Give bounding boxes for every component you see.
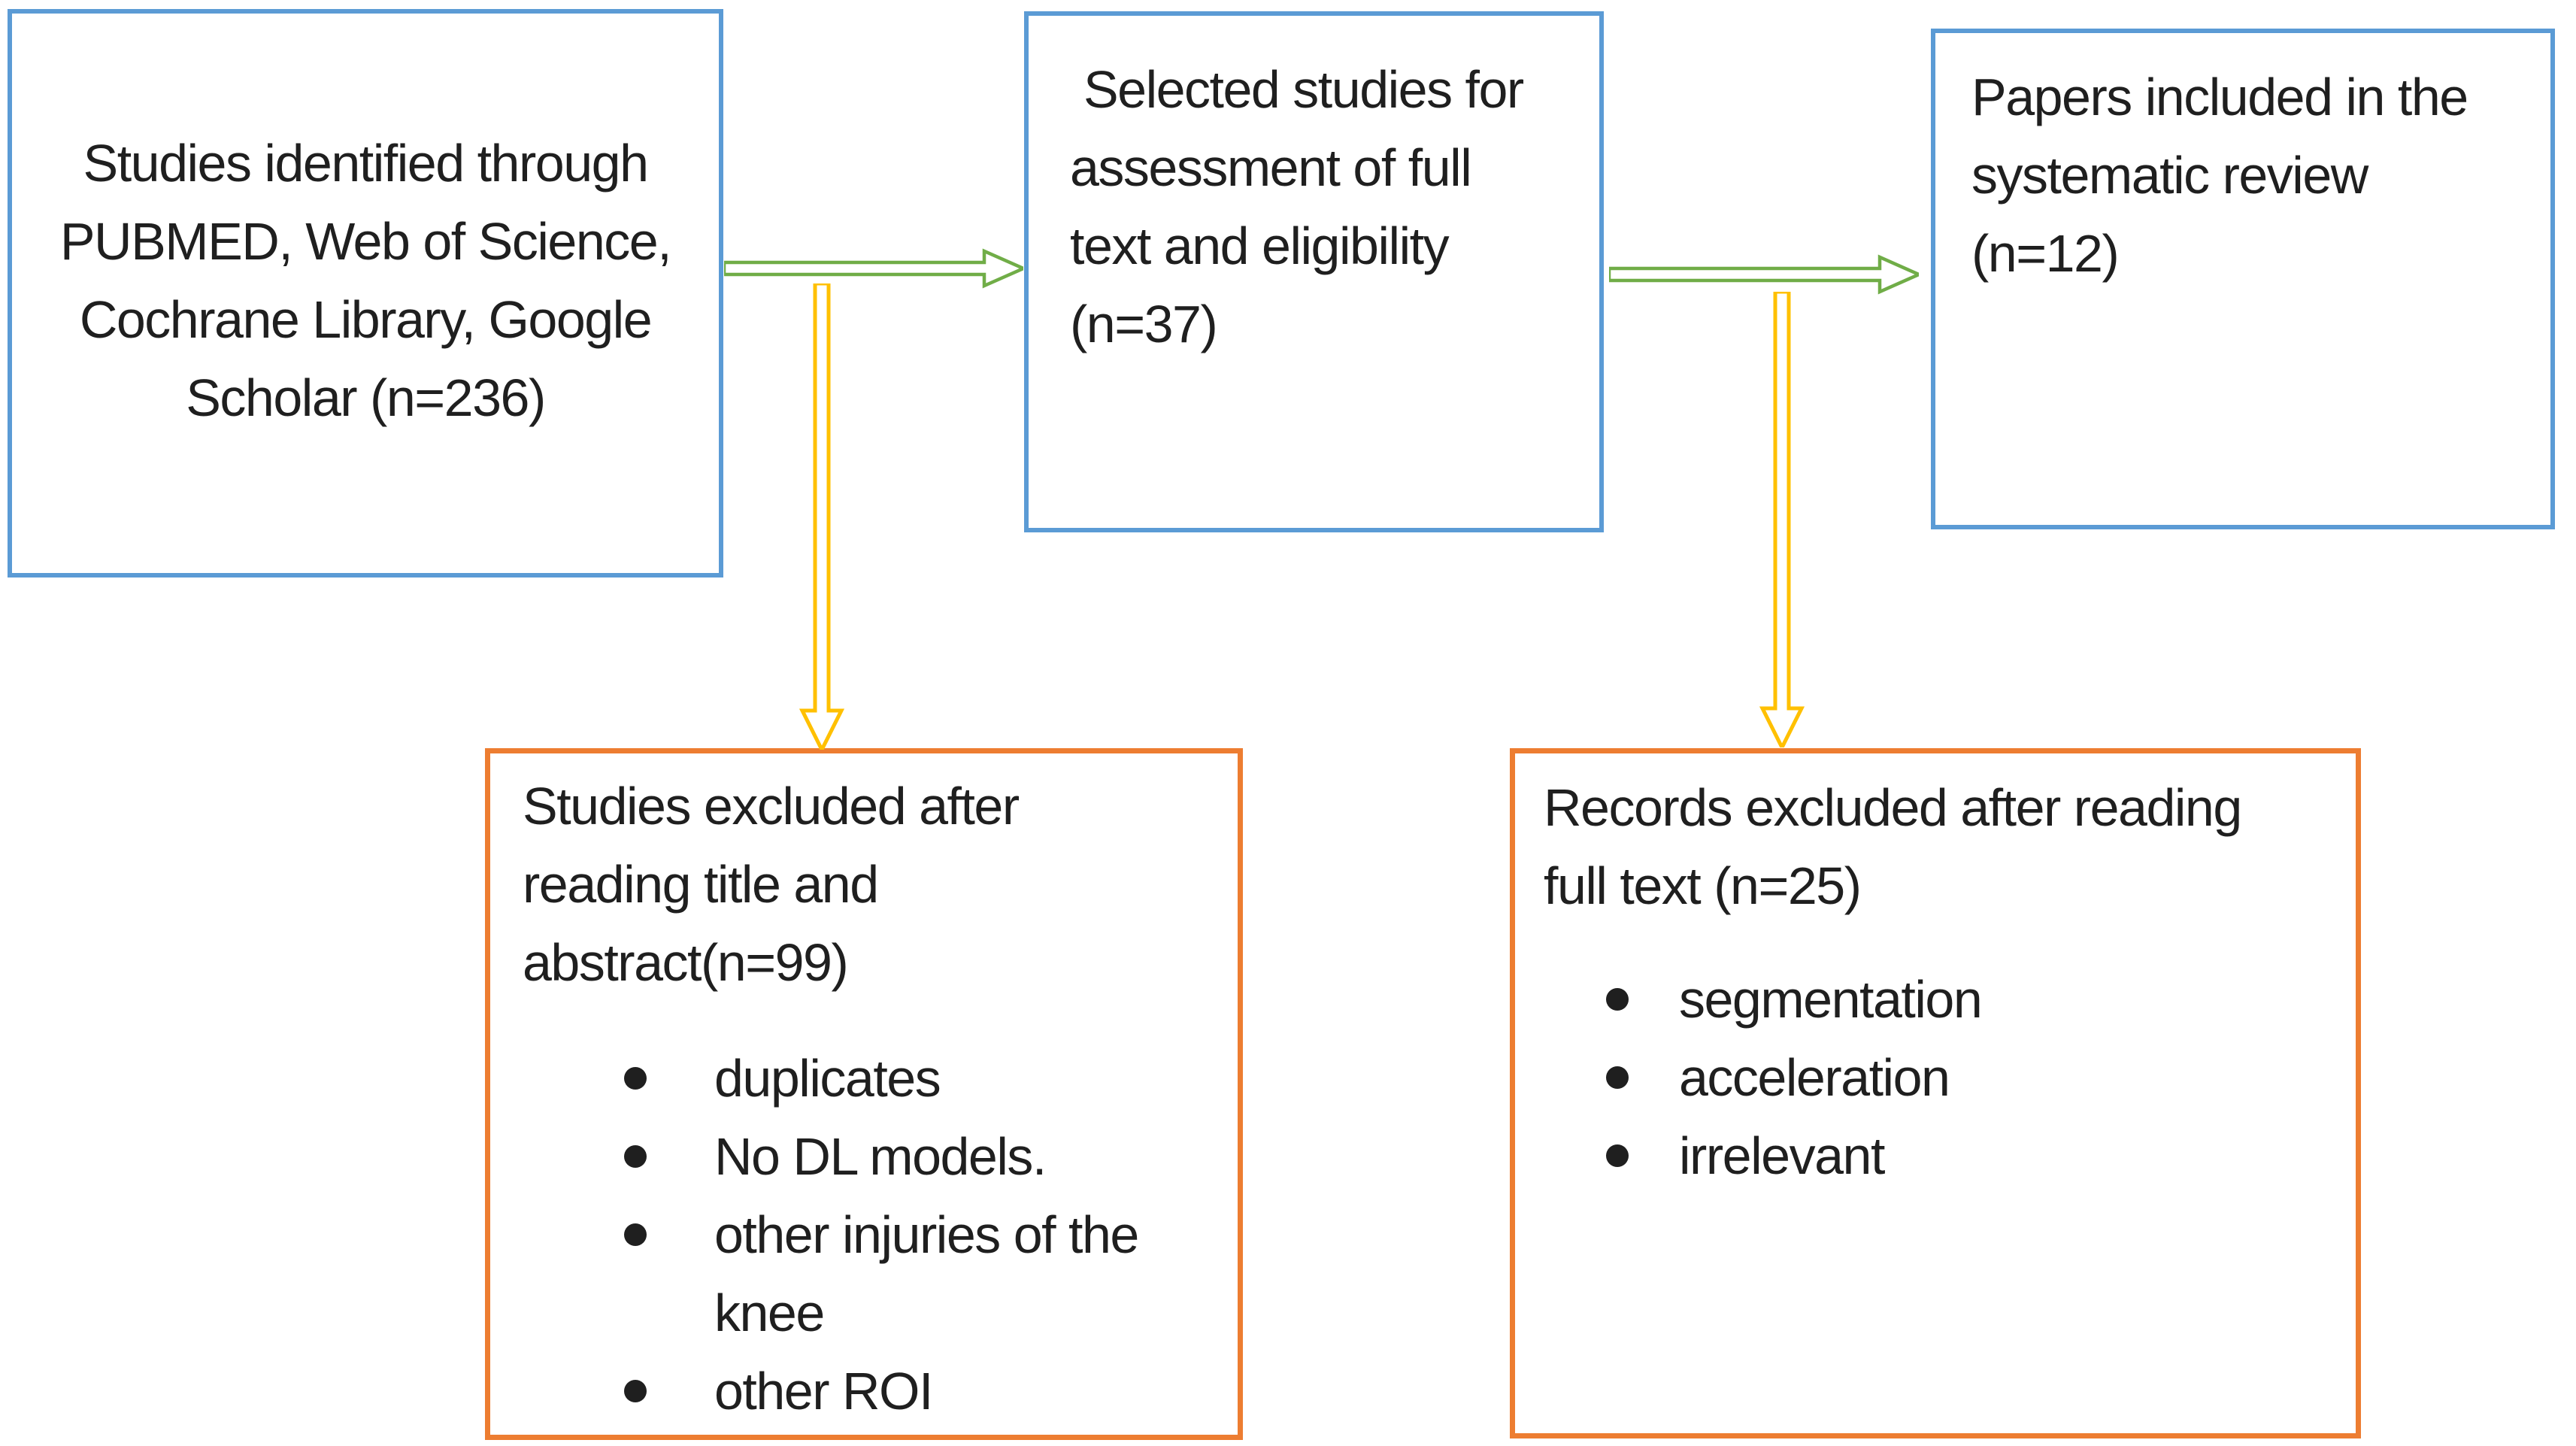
bullet-dot-icon [624, 1380, 647, 1402]
included-line: Papers included in the [1971, 68, 2468, 126]
identification-line: PUBMED, Web of Science, [59, 212, 672, 271]
bullet-dot-icon [624, 1145, 647, 1168]
list-item-label: irrelevant [1679, 1126, 1885, 1185]
excluded-full-text-list: segmentation acceleration irrelevant [1544, 960, 2337, 1195]
list-item-label: duplicates [714, 1049, 941, 1108]
included-box: Papers included in the systematic review… [1931, 29, 2555, 529]
identification-box: Studies identified through PUBMED, Web o… [8, 9, 723, 577]
list-item-label: other injuries of the knee [714, 1205, 1139, 1342]
list-item-label: other ROI [714, 1362, 933, 1420]
list-item: segmentation [1544, 960, 2337, 1038]
identification-line: Studies identified through [83, 134, 650, 192]
list-item-label: segmentation [1679, 970, 1983, 1029]
bullet-dot-icon [1606, 1144, 1629, 1167]
identification-line: Cochrane Library, Google [79, 290, 653, 349]
excluded-full-text-heading-line: full text (n=25) [1544, 856, 1862, 915]
excluded-title-abstract-box: Studies excluded after reading title and… [485, 748, 1243, 1440]
included-line: systematic review [1971, 146, 2368, 205]
list-item: acceleration [1544, 1038, 2337, 1117]
arrow-right-icon [724, 248, 1023, 289]
excluded-full-text-heading-line: Records excluded after reading [1544, 778, 2242, 837]
list-item-label: acceleration [1679, 1048, 1950, 1107]
screening-box: Selected studies for assessment of full … [1024, 11, 1604, 532]
arrow-down-icon [799, 283, 844, 750]
bullet-dot-icon [624, 1223, 647, 1246]
list-item: other ROI [523, 1352, 1219, 1430]
list-item: duplicates [523, 1039, 1219, 1117]
excluded-title-abstract-list: duplicates No DL models. other injuries … [523, 1039, 1219, 1430]
screening-line: Selected studies for [1070, 60, 1524, 119]
screening-line: (n=37) [1070, 295, 1218, 353]
screening-line: assessment of full [1070, 138, 1472, 197]
arrow-right-icon [1609, 254, 1919, 295]
list-item-label: No DL models. [714, 1127, 1047, 1186]
list-item: irrelevant [1544, 1117, 2337, 1195]
bullet-dot-icon [624, 1067, 647, 1090]
excluded-title-abstract-heading-line: Studies excluded after [523, 777, 1020, 835]
excluded-title-abstract-heading-line: reading title and [523, 855, 879, 914]
excluded-title-abstract-heading-line: abstract(n=99) [523, 933, 849, 992]
list-item: other injuries of the knee [523, 1196, 1219, 1352]
identification-line: Scholar (n=236) [186, 368, 546, 427]
included-line: (n=12) [1971, 224, 2120, 283]
bullet-dot-icon [1606, 1066, 1629, 1089]
arrow-down-icon [1759, 292, 1805, 747]
bullet-dot-icon [1606, 988, 1629, 1011]
list-item: No DL models. [523, 1117, 1219, 1196]
screening-line: text and eligibility [1070, 217, 1450, 275]
excluded-full-text-box: Records excluded after reading full text… [1510, 748, 2361, 1438]
